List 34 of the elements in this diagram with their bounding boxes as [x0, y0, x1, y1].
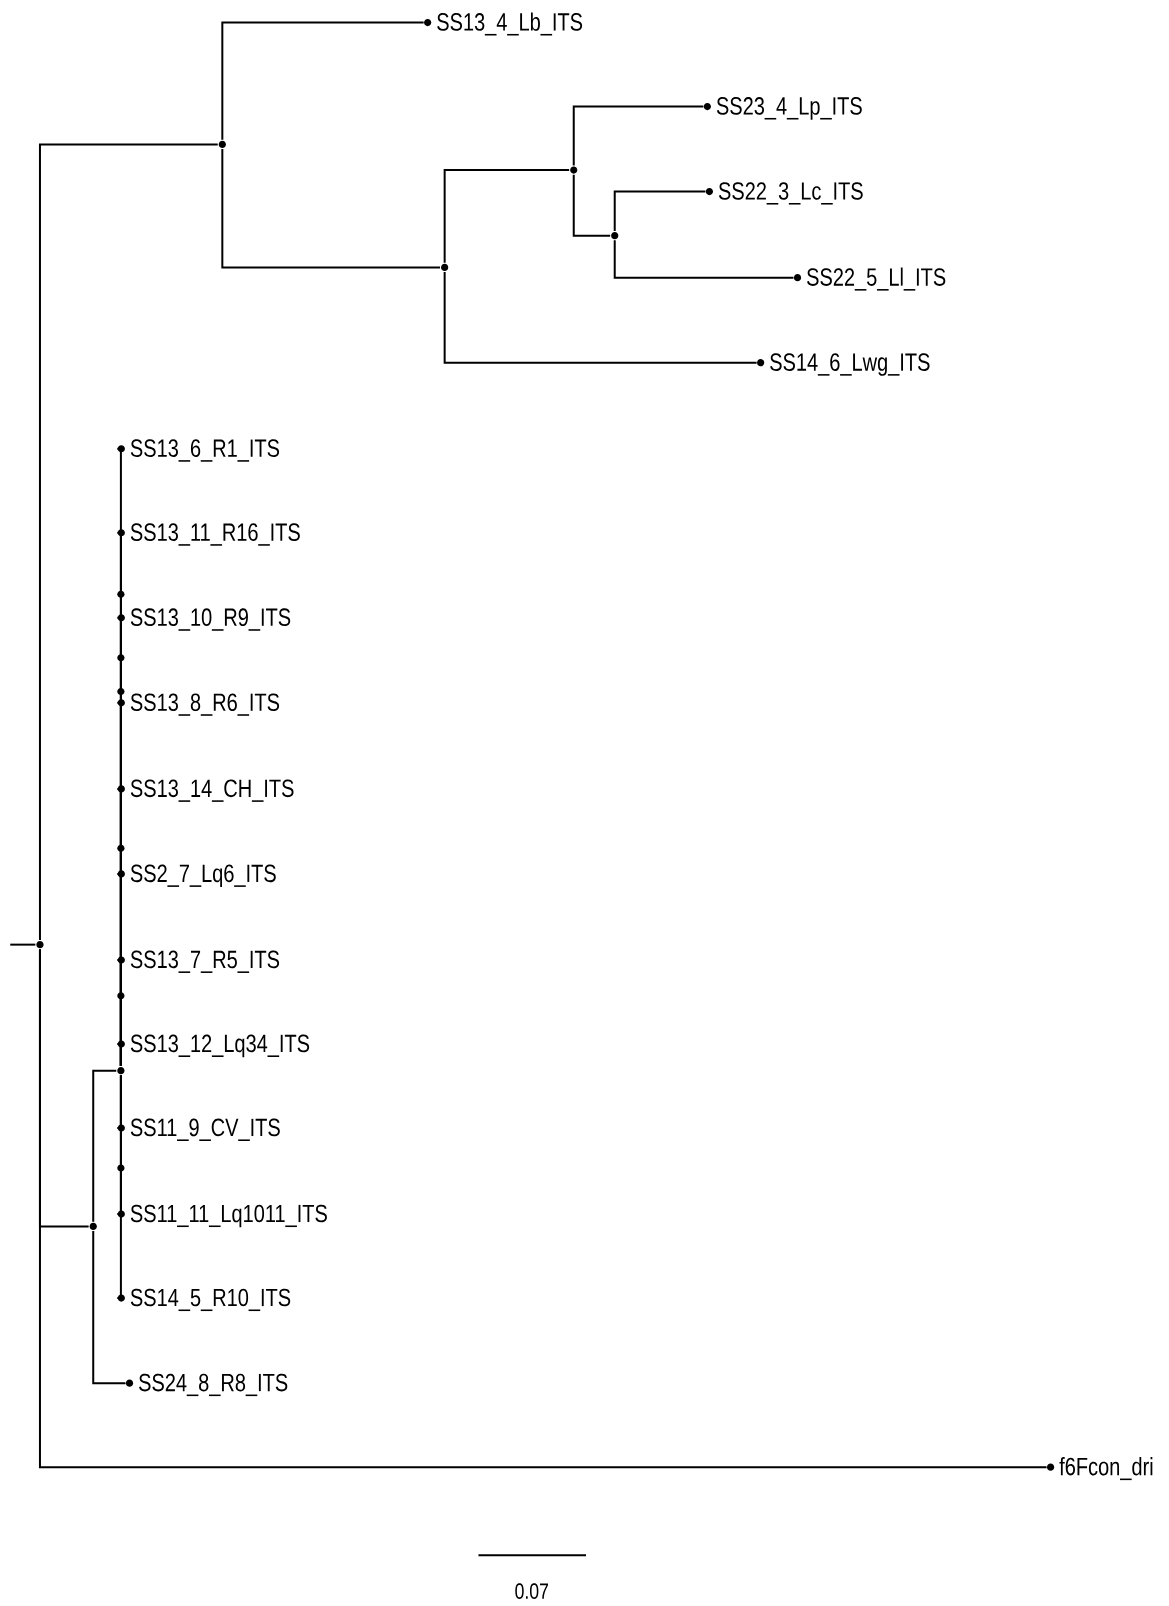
- leaf-label: SS11_11_Lq1011_ITS: [117, 1204, 327, 1228]
- tree-branch: [92, 1069, 118, 1223]
- leaf-label: SS13_8_R6_ITS: [117, 693, 280, 716]
- tree-branch: [221, 21, 425, 141]
- tree-branch: [92, 1230, 127, 1385]
- tree-branch: [613, 190, 707, 233]
- leaf-label: SS13_4_Lb_ITS: [424, 12, 583, 36]
- tree-branch: [38, 143, 219, 942]
- tree-branch: [221, 148, 442, 269]
- leaf-label: SS13_14_CH_ITS: [117, 779, 294, 802]
- tree-branch: [572, 105, 705, 167]
- leaf-label: SS13_10_R9_ITS: [117, 608, 291, 631]
- tree-branch: [38, 948, 1048, 1469]
- leaf-label: f6Fcon_dri: [1047, 1457, 1153, 1481]
- leaf-label: SS13_11_R16_ITS: [117, 523, 300, 546]
- tree-branch: [116, 1043, 122, 1068]
- scale-label: 0.07: [515, 1583, 548, 1599]
- tree-branch: [613, 239, 795, 279]
- tree-branch: [443, 271, 758, 364]
- leaf-label: SS11_9_CV_ITS: [117, 1118, 280, 1141]
- leaf-label: SS13_12_Lq34_ITS: [117, 1034, 310, 1058]
- tree-branch: [9, 943, 37, 946]
- leaf-label: SS14_5_R10_ITS: [117, 1288, 291, 1312]
- leaf-label: SS13_7_R5_ITS: [117, 950, 280, 973]
- leaf-label: SS2_7_Lq6_ITS: [117, 864, 276, 888]
- tree-branch: [116, 1074, 122, 1300]
- leaf-label: SS24_8_R8_ITS: [125, 1373, 288, 1397]
- leaf-label: SS23_4_Lp_ITS: [703, 97, 862, 120]
- leaf-label: SS22_5_Ll_ITS: [793, 267, 946, 291]
- leaf-label: SS14_6_Lwg_ITS: [757, 353, 930, 376]
- tree-branch: [572, 173, 612, 237]
- leaf-label: SS13_6_R1_ITS: [117, 439, 280, 462]
- leaf-label: SS22_3_Lc_ITS: [705, 182, 863, 205]
- tree-branch: [443, 169, 571, 264]
